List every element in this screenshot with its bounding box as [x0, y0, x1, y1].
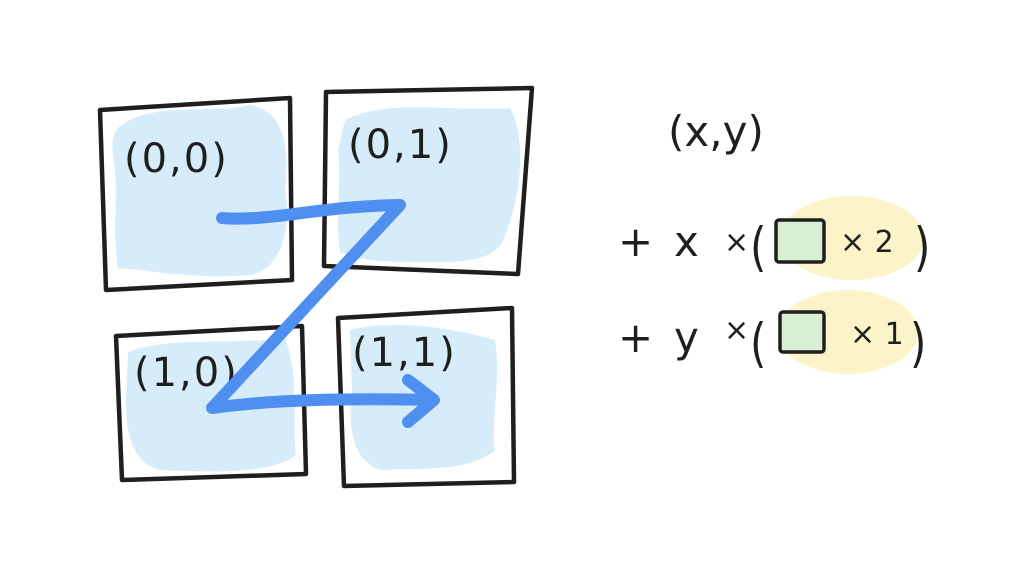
- cell-border-1-0: [113, 323, 309, 483]
- cell-border-0-0: [97, 95, 295, 293]
- var-x: x: [674, 217, 699, 266]
- cell-fill-0-0: [112, 105, 287, 277]
- formula-row-x: + x × ( × 2 ): [618, 196, 930, 280]
- cell-border-1-1: [335, 305, 517, 489]
- times-sign-y: ×: [724, 313, 749, 348]
- cell-label-1-0: (1,0): [134, 350, 239, 396]
- close-paren-y: ): [910, 314, 926, 375]
- traversal-arrow: [206, 199, 440, 428]
- close-paren-x: ): [914, 218, 930, 279]
- arrowhead: [402, 374, 440, 428]
- var-y: y: [674, 313, 699, 362]
- unit-square-y: [778, 310, 826, 354]
- open-paren-y: (: [750, 314, 766, 375]
- unit-square-x: [774, 218, 826, 264]
- plus-sign-y: +: [618, 313, 653, 362]
- traversal-path: [206, 199, 438, 414]
- index-formula: (x,y) + x × ( × 2 ) + y × ( × 1 ): [618, 107, 930, 374]
- formula-row-y: + y × ( × 1 ): [618, 290, 926, 374]
- cell-label-0-0: (0,0): [124, 136, 229, 182]
- cell-label-1-1: (1,1): [352, 330, 457, 376]
- open-paren-x: (: [750, 218, 766, 279]
- times-sign-x: ×: [724, 225, 749, 260]
- multiplier-x: × 2: [840, 225, 894, 260]
- grid-cell-0-0: (0,0): [97, 95, 295, 293]
- plus-sign-x: +: [618, 217, 653, 266]
- multiplier-y: × 1: [850, 317, 904, 352]
- coord-label: (x,y): [668, 107, 764, 156]
- cell-label-0-1: (0,1): [348, 122, 453, 168]
